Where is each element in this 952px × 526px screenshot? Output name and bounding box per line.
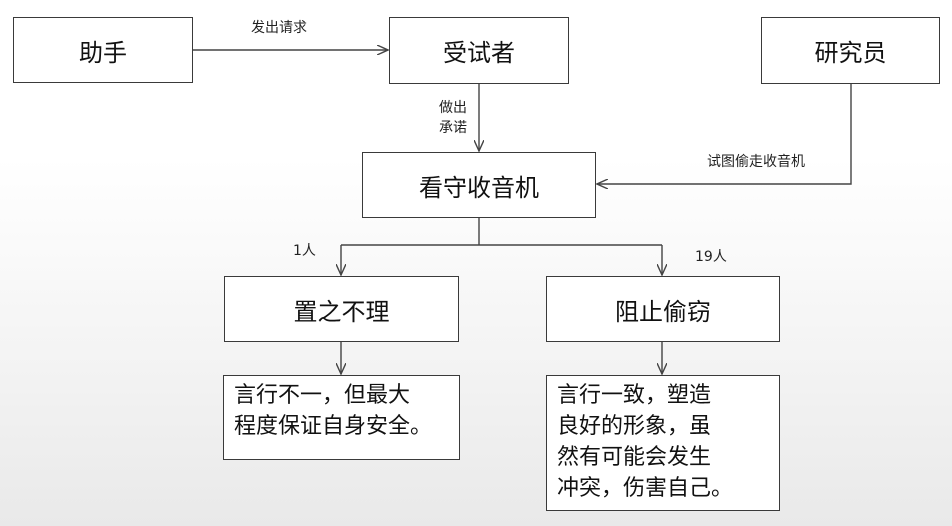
arrow-steal-attempt	[597, 84, 852, 184]
edge-label-promise: 做出 承诺	[439, 100, 467, 136]
outcome-ignore: 言行不一，但最大 程度保证自身安全。	[223, 375, 460, 460]
node-guard-radio: 看守收音机	[362, 152, 596, 218]
node-subject: 受试者	[389, 17, 569, 84]
node-ignore: 置之不理	[224, 276, 459, 342]
node-guard-radio-label: 看守收音机	[419, 173, 539, 202]
node-researcher-label: 研究员	[814, 39, 887, 67]
node-assistant: 助手	[13, 17, 193, 83]
outcome-stop-theft: 言行一致，塑造 良好的形象，虽 然有可能会发生 冲突，伤害自己。	[546, 375, 780, 511]
node-ignore-label: 置之不理	[293, 297, 390, 326]
node-assistant-label: 助手	[79, 38, 127, 67]
edge-label-steal-attempt: 试图偷走收音机	[707, 154, 805, 170]
edge-label-request: 发出请求	[251, 20, 307, 36]
edge-label-count-stop: 19人	[695, 249, 727, 265]
node-researcher: 研究员	[761, 17, 940, 84]
node-stop-theft-label: 阻止偷窃	[615, 297, 711, 326]
node-subject-label: 受试者	[443, 39, 515, 67]
edge-label-count-ignore: 1人	[293, 243, 316, 259]
node-stop-theft: 阻止偷窃	[546, 276, 780, 342]
